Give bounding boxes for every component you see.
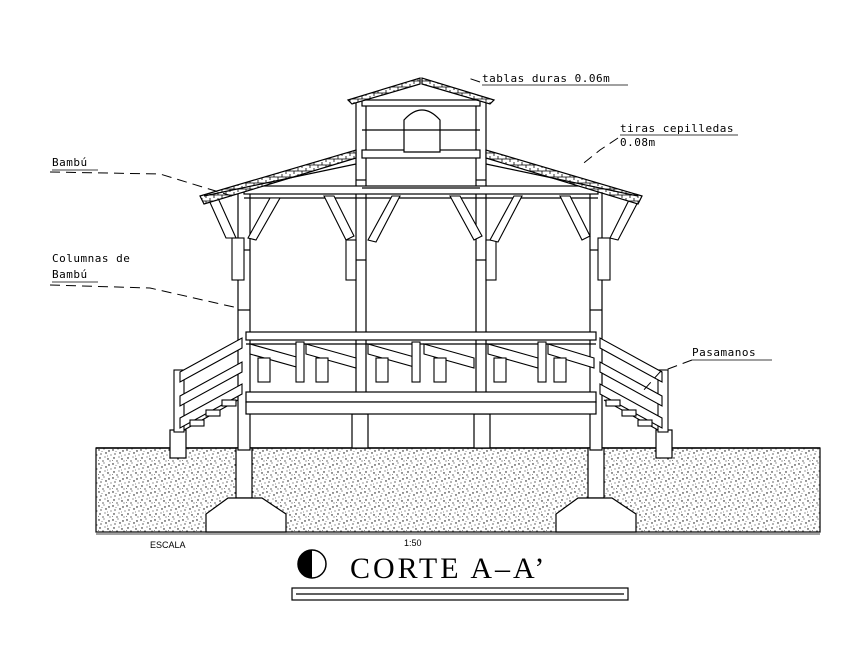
roof-main-left <box>199 149 357 205</box>
footing-right <box>555 447 637 533</box>
scale-bar: ESCALA 1:50 <box>96 533 820 550</box>
label-tiras-line2: 0.08m <box>620 136 656 149</box>
label-pasamanos: Pasamanos <box>692 346 756 359</box>
section-symbol-icon <box>297 549 327 579</box>
stair-footings <box>169 429 673 459</box>
leader-lines <box>49 77 693 393</box>
section-title: CORTE A–A’ <box>350 552 547 585</box>
roof-main-right <box>485 149 643 205</box>
label-columnas-line1: Columnas de <box>52 252 130 265</box>
footing-left <box>205 447 287 533</box>
title-underline <box>291 587 629 601</box>
label-tablas: tablas duras 0.06m <box>482 72 610 85</box>
ground-fill <box>95 447 821 533</box>
stair-left <box>173 337 243 433</box>
label-tiras-line1: tiras cepilledas <box>620 122 734 135</box>
scale-value: 1:50 <box>404 538 422 548</box>
label-bambu: Bambú <box>52 156 88 169</box>
knee-braces <box>207 195 641 281</box>
roof-cupola <box>346 77 496 105</box>
label-columnas-line2: Bambú <box>52 268 88 281</box>
floor-struts <box>249 341 595 383</box>
scale-label: ESCALA <box>150 540 186 550</box>
cupola <box>362 109 480 153</box>
floor-beams <box>245 331 597 415</box>
floor-piers <box>351 413 491 449</box>
stair-right <box>599 337 669 433</box>
